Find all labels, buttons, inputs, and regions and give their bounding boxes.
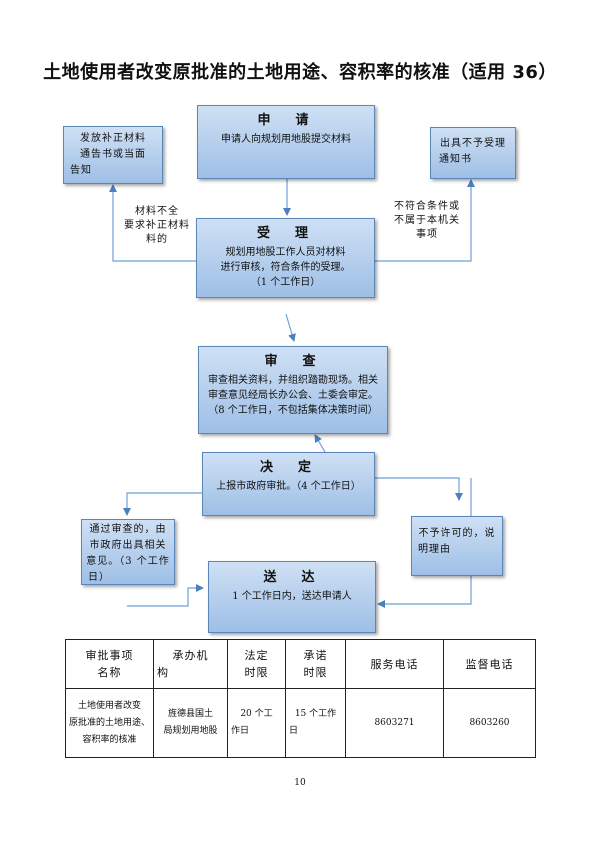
table-cell: 15 个工作日: [285, 688, 346, 758]
denied-box: 不予许可的，说 明理由: [411, 516, 503, 576]
step-apply-line: 申请人向规划用地股提交材料: [221, 134, 351, 145]
reject-notice-line: 出具不予受理: [440, 138, 506, 149]
table-header-row: 审批事项名称 承办机构 法定时限 承诺时限 服务电话 监督电话: [65, 639, 536, 689]
table-row: 土地使用者改变原批准的土地用途、容积率的核准 旌德县国土局规划用地股 20 个工…: [65, 688, 536, 758]
approval-info-table: 审批事项名称 承办机构 法定时限 承诺时限 服务电话 监督电话 土地使用者改变原…: [65, 639, 536, 758]
step-accept-heading: 受 理: [256, 226, 314, 241]
table-cell: 8603271: [345, 688, 444, 758]
table-header-cell: 承诺时限: [285, 639, 346, 689]
table-header-cell: 承办机构: [153, 639, 228, 689]
reject-notice-box: 出具不予受理 通知书: [430, 127, 516, 179]
denied-line: 明理由: [418, 544, 451, 555]
supplement-notice-box: 发放补正材料 通告书或当面 告知: [63, 126, 163, 184]
step-decide-box: 决 定 上报市政府审批。（4 个工作日）: [202, 452, 375, 516]
step-decide-heading: 决 定: [259, 460, 317, 475]
denied-line: 不予许可的，说: [418, 528, 496, 539]
approved-line: 意见。（3 个工作: [86, 556, 170, 567]
table-cell: 20 个工作日: [227, 688, 286, 758]
page-title: 土地使用者改变原批准的土地用途、容积率的核准（适用 36）: [43, 62, 557, 83]
arrow-decide-to-review: [314, 434, 326, 453]
table-header-cell: 法定时限: [227, 639, 286, 689]
supplement-line: 告知: [70, 165, 92, 176]
arrow-decide-to-approved: [123, 492, 202, 516]
table-header-cell: 审批事项名称: [65, 639, 154, 689]
step-review-heading: 审 查: [264, 354, 322, 369]
note-ineligible: 不符合条件或 不属于本机关 事项: [394, 201, 460, 240]
step-deliver-box: 送 达 1 个工作日内，送达申请人: [208, 561, 376, 633]
arrow-accept-to-reject: [375, 179, 475, 262]
page-number: 10: [294, 778, 306, 788]
step-apply-box: 申 请 申请人向规划用地股提交材料: [197, 105, 375, 179]
approved-line: 市政府出具相关: [89, 540, 167, 551]
approved-line: 日）: [88, 572, 110, 583]
supplement-line: 发放补正材料: [80, 133, 146, 144]
step-deliver-heading: 送 达: [263, 570, 321, 585]
step-accept-line: （1 个工作日）: [250, 277, 321, 288]
step-accept-line: 进行审核，符合条件的受理。: [220, 262, 351, 273]
approved-line: 通过审查的，由: [89, 524, 167, 535]
table-header-cell: 服务电话: [345, 639, 444, 689]
note-incomplete-materials: 材料不全 要求补正材料 料的: [124, 206, 190, 245]
step-accept-line: 规划用地股工作人员对材料: [225, 247, 346, 258]
table-header-cell: 监督电话: [443, 639, 536, 689]
table-cell: 旌德县国土局规划用地股: [153, 688, 228, 758]
reject-notice-line: 通知书: [439, 154, 472, 165]
arrow-accept-to-review: [285, 313, 296, 342]
supplement-line: 通告书或当面: [80, 149, 146, 160]
approved-box: 通过审查的，由 市政府出具相关 意见。（3 个工作 日）: [81, 519, 175, 585]
step-review-box: 审 查 审查相关资料，并组织踏勘现场。相关 审查意见经局长办公会、土委会审定。 …: [198, 346, 388, 434]
step-review-line: 审查相关资料，并组织踏勘现场。相关: [208, 375, 378, 386]
arrow-accept-to-supplement: [109, 184, 196, 262]
arrow-approved-to-deliver: [127, 584, 204, 607]
table-cell: 8603260: [443, 688, 536, 758]
arrow-decide-to-denied: [375, 477, 463, 501]
step-apply-heading: 申 请: [257, 113, 315, 128]
step-review-line: 审查意见经局长办公会、土委会审定。: [208, 390, 378, 401]
table-cell: 土地使用者改变原批准的土地用途、容积率的核准: [65, 688, 154, 758]
step-decide-line: 上报市政府审批。（4 个工作日）: [216, 481, 361, 492]
step-deliver-line: 1 个工作日内，送达申请人: [232, 591, 352, 602]
step-accept-box: 受 理 规划用地股工作人员对材料 进行审核，符合条件的受理。 （1 个工作日）: [196, 218, 375, 298]
step-review-line: （8 个工作日，不包括集体决策时间）: [208, 405, 378, 416]
